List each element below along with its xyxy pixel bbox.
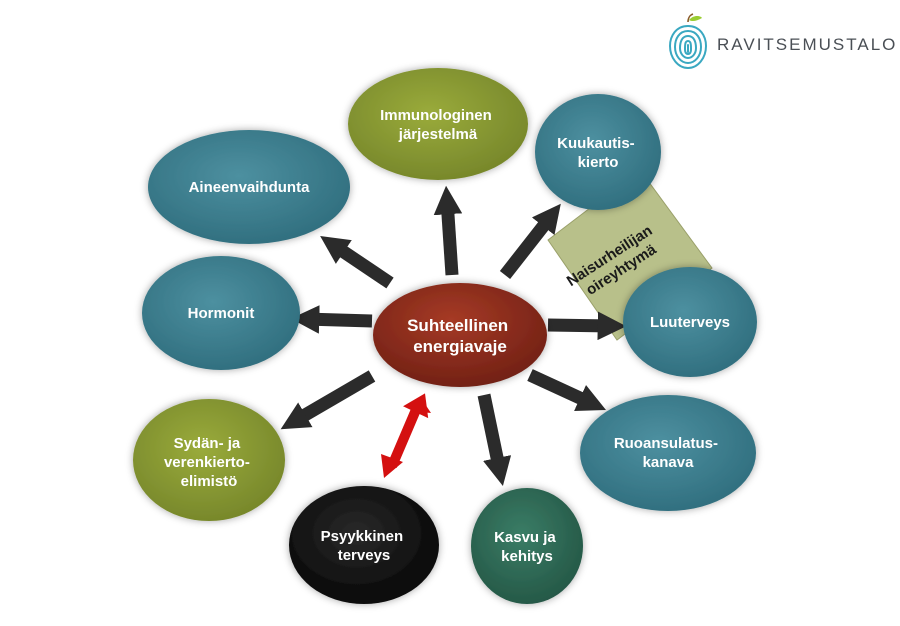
node-kasvu-line1: Kasvu ja (494, 529, 556, 546)
node-sydan-line3: elimistö (181, 473, 238, 490)
arrow-to-ruoansulatus (527, 369, 606, 412)
svg-text:Aineenvaihdunta: Aineenvaihdunta (189, 179, 311, 196)
center-line2: energiavaje (413, 337, 507, 356)
fingerprint-apple-icon (668, 13, 708, 70)
center-line1: Suhteellinen (407, 316, 508, 335)
node-psyykkinen[interactable]: Psyykkinen terveys (289, 486, 439, 604)
node-kuukautis-line1: Kuukautis- (557, 135, 635, 152)
node-hormonit-line1: Hormonit (188, 305, 255, 322)
svg-text:Suhteellinen energiavaje: Suhteellinen energiavaje (407, 316, 513, 356)
node-luuterveys[interactable]: Luuterveys (623, 267, 757, 377)
node-kuukautis[interactable]: Kuukautis- kierto (535, 94, 661, 210)
center-node[interactable]: Suhteellinen energiavaje (373, 283, 547, 387)
node-psyykkinen-line2: terveys (338, 547, 391, 564)
brand-name: RAVITSEMUSTALO (717, 35, 898, 54)
arrow-to-kuukautis (499, 203, 561, 280)
arrow-to-hormonit (290, 305, 373, 334)
svg-text:Sydän- ja verenkierto-: Sydän- ja verenkierto- elimistö (164, 435, 254, 490)
node-aineenvaihdunta[interactable]: Aineenvaihdunta (148, 130, 350, 244)
arrow-to-immuno (433, 185, 463, 276)
node-aineenvaihdunta-line1: Aineenvaihdunta (189, 179, 311, 196)
node-kuukautis-line2: kierto (578, 154, 619, 171)
node-immuno-line1: Immunologinen (380, 107, 492, 124)
node-sydan[interactable]: Sydän- ja verenkierto- elimistö (133, 399, 285, 521)
svg-text:Immunologinen järjestelm: Immunologinen järjestelmä (380, 107, 496, 143)
arrows (280, 185, 627, 487)
svg-text:Kuukautis- kierto: Kuukautis- kierto (557, 135, 639, 171)
node-ruoansulatus-line2: kanava (643, 454, 695, 471)
arrow-to-luuterveys (547, 311, 627, 341)
arrow-to-kasvu (477, 393, 512, 487)
svg-text:Ruoansulatus- kanava: Ruoansulatus- kanava (614, 435, 722, 471)
svg-text:Kasvu ja kehitys: Kasvu ja kehitys (494, 529, 560, 565)
node-sydan-line1: Sydän- ja (174, 435, 241, 452)
svg-text:Psyykkinen terveys: Psyykkinen terveys (321, 528, 408, 564)
node-immuno[interactable]: Immunologinen järjestelmä (348, 68, 528, 180)
node-kasvu[interactable]: Kasvu ja kehitys (471, 488, 583, 604)
node-ruoansulatus[interactable]: Ruoansulatus- kanava (580, 395, 756, 511)
node-immuno-line2: järjestelmä (398, 126, 478, 143)
arrow-to-sydan (280, 370, 376, 430)
svg-text:Luuterveys: Luuterveys (650, 314, 730, 331)
node-kasvu-line2: kehitys (501, 548, 553, 565)
node-psyykkinen-line1: Psyykkinen (321, 528, 404, 545)
svg-text:Hormonit: Hormonit (188, 305, 255, 322)
node-ruoansulatus-line1: Ruoansulatus- (614, 435, 718, 452)
node-hormonit[interactable]: Hormonit (142, 256, 300, 370)
node-luuterveys-line1: Luuterveys (650, 314, 730, 331)
double-arrow-psyykkinen (381, 393, 431, 478)
node-sydan-line2: verenkierto- (164, 454, 250, 471)
arrow-to-aineenvaihdunta (320, 236, 394, 289)
